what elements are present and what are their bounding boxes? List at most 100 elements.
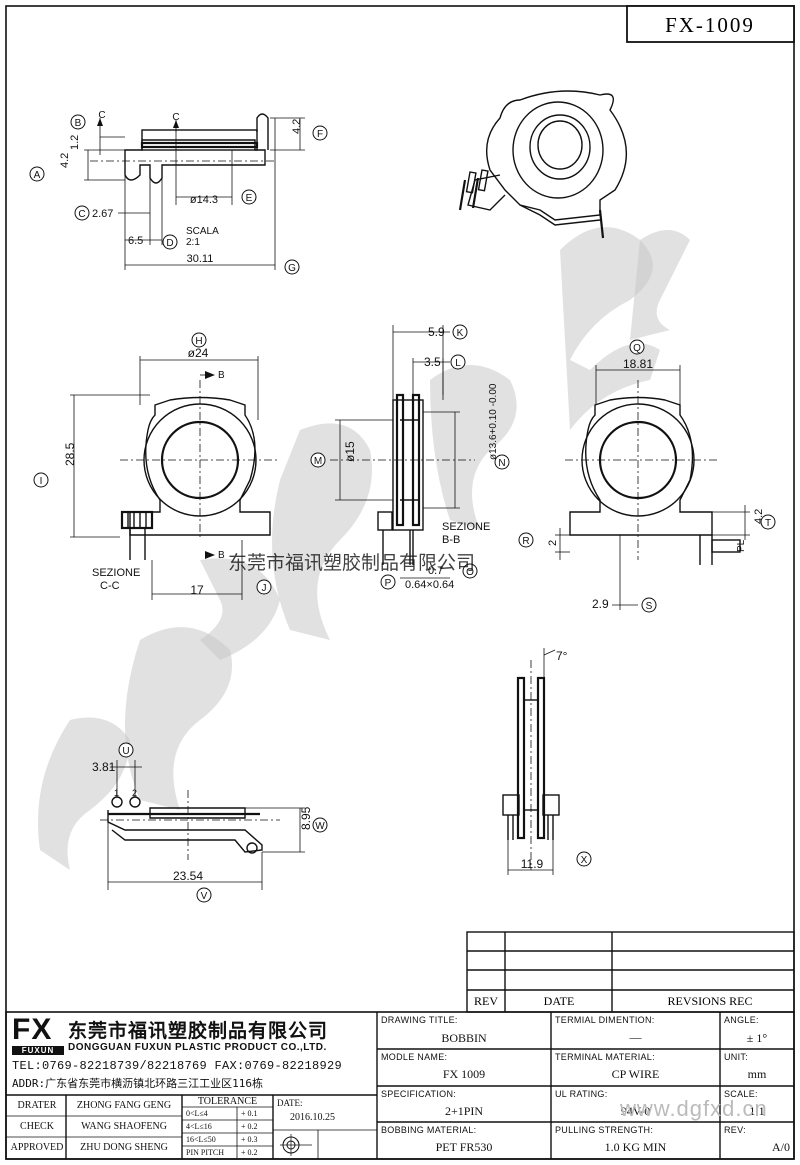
balloon-j: J [256, 579, 272, 595]
field-pulling-label: PULLING STRENGTH: [555, 1125, 654, 1135]
signoff-role-approved: APPROVED [10, 1142, 64, 1153]
tolerance-tol-4: + 0.2 [241, 1148, 258, 1157]
date-label: DATE: [277, 1098, 303, 1108]
field-unit: mm [747, 1067, 767, 1081]
side-dim-0-7: 0.7 [428, 565, 443, 577]
signoff-name-approved: ZHU DONG SHENG [80, 1142, 168, 1153]
top-dim-1-2: 1.2 [69, 135, 81, 150]
svg-text:H: H [195, 336, 202, 347]
top-scale-label: SCALA [186, 226, 219, 237]
field-terminal-material: CP WIRE [611, 1067, 660, 1081]
top-view: C C 4.2 1.2 4.2 2.67 6.5 30.11 ø14.3 SCA… [29, 110, 328, 275]
tolerance-title: TOLERANCE [197, 1096, 258, 1107]
back-dim-pl: PL [736, 539, 747, 552]
bottom-dim-23-54: 23.54 [173, 869, 203, 883]
front-section-b-top: B [218, 370, 225, 381]
logo-subtext: FUXUN [12, 1046, 64, 1055]
signoff-name-drater: ZHONG FANG GENG [76, 1100, 172, 1111]
svg-text:I: I [40, 476, 43, 487]
signoff-role-check: CHECK [20, 1121, 54, 1132]
svg-text:C: C [78, 209, 85, 220]
svg-text:J: J [262, 583, 267, 594]
field-scale: 1:1 [749, 1104, 765, 1118]
tolerance-tol-3: + 0.3 [241, 1135, 258, 1144]
side-section-label: SEZIONE [442, 521, 490, 533]
field-drawing-title-label: DRAWING TITLE: [381, 1015, 458, 1025]
tolerance-tol-2: + 0.2 [241, 1122, 258, 1131]
svg-text:U: U [122, 746, 129, 757]
balloon-f: F [312, 125, 328, 141]
field-ul-label: UL RATING: [555, 1089, 608, 1099]
svg-text:F: F [317, 129, 323, 140]
top-dim-dia-14-3: ø14.3 [190, 194, 218, 206]
svg-text:S: S [646, 601, 653, 612]
company-name-cn: 东莞市福讯塑胶制品有限公司 [68, 1020, 329, 1042]
signoff-role-drater: DRATER [17, 1100, 57, 1111]
front-section-b-bottom: B [218, 550, 225, 561]
svg-text:L: L [455, 358, 461, 369]
side-dim-dia-15: ø15 [343, 441, 357, 462]
svg-text:M: M [314, 456, 322, 467]
balloon-a: A [29, 166, 45, 182]
side-section-name: B-B [442, 534, 460, 546]
svg-text:X: X [581, 855, 588, 866]
side-dim-0-64: 0.64×0.64 [405, 579, 454, 591]
balloon-g: G [284, 259, 300, 275]
field-spec: 2+1PIN [444, 1104, 484, 1118]
field-scale-label: SCALE: [724, 1089, 758, 1099]
tolerance-range-1: 0<L≤4 [186, 1109, 208, 1118]
tolerance-range-2: 4<L≤16 [186, 1122, 212, 1131]
bottom-pin-2: 2 [132, 788, 137, 798]
field-rev: A/0 [772, 1140, 790, 1154]
field-pulling: 1.0 KG MIN [604, 1140, 667, 1154]
company-logo: FX FUXUN [12, 1015, 64, 1055]
website-watermark: www.dgfxd.cn [620, 1096, 768, 1121]
field-terminal-material-label: TERMINAL MATERIAL: [555, 1052, 655, 1062]
end-view: 7° 11.9 X [502, 648, 592, 875]
title-block [5, 1011, 795, 1160]
top-dim-c-left: C [98, 110, 105, 121]
back-dim-18-81: 18.81 [623, 357, 653, 371]
tolerance-range-4: PIN PITCH [186, 1148, 225, 1157]
part-number: FX-1009 [665, 13, 755, 37]
svg-text:V: V [201, 891, 208, 902]
svg-text:D: D [166, 238, 173, 249]
top-dim-2-67: 2.67 [92, 208, 113, 220]
balloon-h: H [191, 332, 207, 348]
back-dim-2-9: 2.9 [592, 597, 609, 611]
balloon-r: R [518, 532, 534, 548]
front-dim-17: 17 [190, 583, 204, 597]
svg-text:T: T [765, 518, 771, 529]
svg-text:P: P [385, 578, 392, 589]
svg-text:A: A [34, 170, 41, 181]
balloon-n: N [494, 454, 510, 470]
side-dim-3-5: 3.5 [424, 355, 441, 369]
top-dim-4-2-left: 4.2 [59, 153, 71, 168]
bottom-pin-1: 1 [114, 788, 119, 798]
rev-header-rev: REV [474, 994, 498, 1008]
balloon-i: I [33, 472, 49, 488]
balloon-c: C [74, 205, 90, 221]
balloon-s: S [641, 597, 657, 613]
top-dim-4-2-right: 4.2 [291, 119, 303, 134]
svg-text:K: K [457, 328, 464, 339]
svg-text:W: W [315, 821, 325, 832]
revision-table: REV DATE REVSIONS REC [466, 931, 795, 1013]
company-name-en: DONGGUAN FUXUN PLASTIC PRODUCT CO.,LTD. [68, 1042, 327, 1053]
signoff-name-check: WANG SHAOFENG [81, 1121, 167, 1132]
balloon-e: E [241, 189, 257, 205]
part-number-box: FX-1009 [626, 5, 795, 43]
bottom-view: 3.81 8.95 23.54 1 2 U V W [92, 742, 328, 903]
svg-text:B: B [75, 118, 82, 129]
end-dim-angle: 7° [556, 649, 568, 663]
balloon-p: P [380, 574, 396, 590]
front-dim-28-5: 28.5 [63, 442, 77, 466]
svg-text:Q: Q [633, 343, 641, 354]
svg-text:R: R [522, 536, 529, 547]
date-value: 2016.10.25 [290, 1112, 335, 1123]
field-unit-label: UNIT: [724, 1052, 748, 1062]
rev-header-rec: REVSIONS REC [667, 994, 752, 1008]
balloon-t: T [760, 514, 776, 530]
balloon-d: D [162, 234, 178, 250]
field-drawing-title: BOBBIN [441, 1031, 487, 1045]
